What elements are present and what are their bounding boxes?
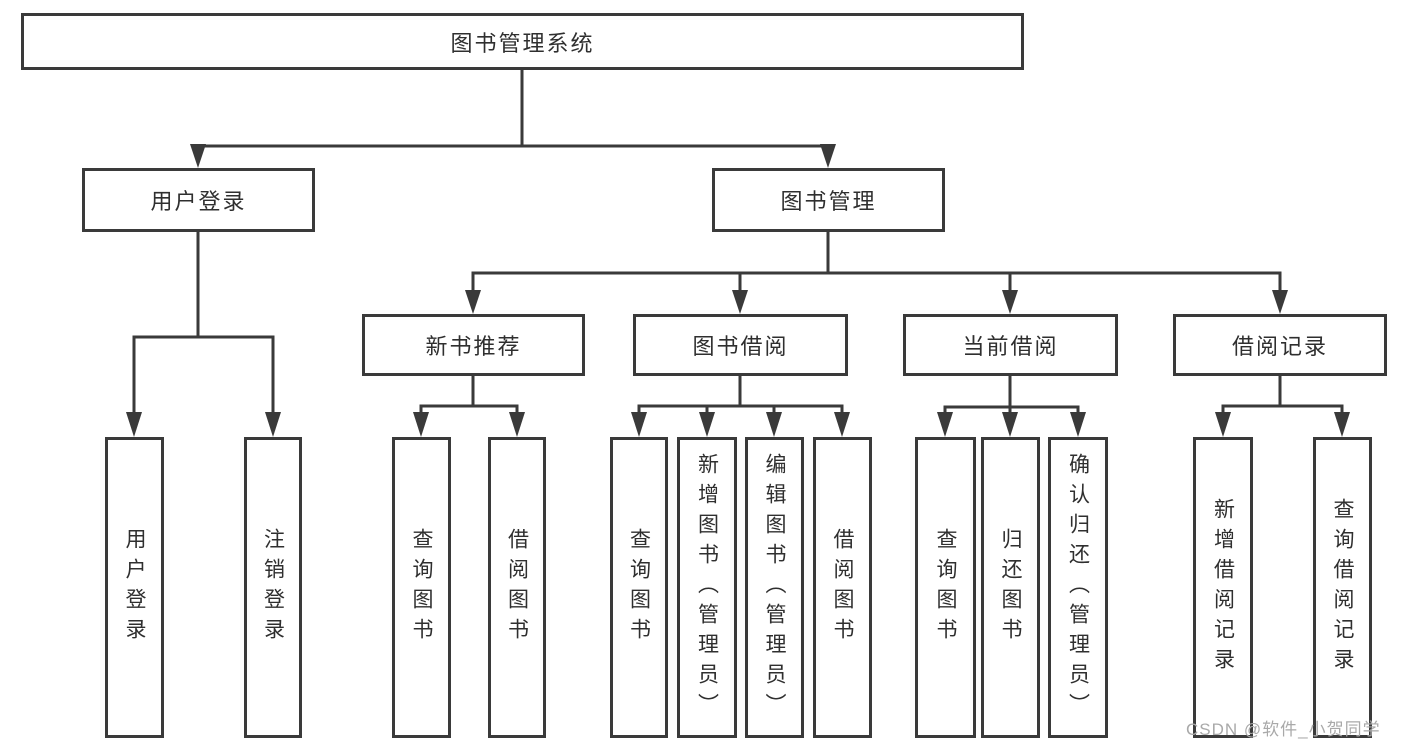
leaf-nr-query-books-label: 查询图书 [410,527,433,648]
node-user-login: 用户登录 [82,168,315,232]
leaf-cb-return-books: 归还图书 [981,437,1040,738]
leaf-nr-query-books: 查询图书 [392,437,451,738]
node-book-borrowing-label: 图书借阅 [692,334,789,359]
leaf-bb-add-books: 新增图书（管理员） [677,437,737,738]
arrowhead-icon [413,412,429,437]
node-book-borrowing: 图书借阅 [633,314,848,376]
arrowheads [126,144,1350,437]
leaf-br-add-record-label: 新增借阅记录 [1211,497,1235,678]
arrowhead-icon [820,144,836,168]
arrowhead-icon [190,144,206,168]
csdn-watermark: CSDN @软件_小贺同学 [1186,720,1381,739]
arrowhead-icon [732,290,748,314]
leaf-nr-borrow-books: 借阅图书 [488,437,546,738]
leaf-cb-return-books-label: 归还图书 [999,527,1022,648]
node-root-system: 图书管理系统 [21,13,1024,70]
leaf-bb-edit-books: 编辑图书（管理员） [745,437,804,738]
leaf-nr-borrow-books-label: 借阅图书 [505,527,529,648]
arrowhead-icon [834,412,850,437]
arrowhead-icon [465,290,481,314]
arrowhead-icon [1215,412,1231,437]
leaf-bb-edit-books-label: 编辑图书（管理员） [763,452,786,723]
leaf-cb-query-books-label: 查询图书 [934,527,957,648]
leaf-bb-query-books: 查询图书 [610,437,668,738]
node-new-book-recommendation-label: 新书推荐 [425,334,522,359]
connector-borrowing-records-to-leaves [1221,376,1344,420]
node-book-management-label: 图书管理 [780,189,877,214]
leaf-cb-query-books: 查询图书 [915,437,976,738]
arrowhead-icon [1272,290,1288,314]
node-current-borrowing-label: 当前借阅 [962,334,1059,359]
leaf-cb-confirm-return: 确认归还（管理员） [1048,437,1108,738]
arrowhead-icon [1070,412,1086,437]
node-borrowing-records: 借阅记录 [1173,314,1387,376]
arrowhead-icon [126,412,142,437]
node-borrowing-records-label: 借阅记录 [1231,334,1328,359]
leaf-br-query-record: 查询借阅记录 [1313,437,1372,738]
leaf-br-add-record: 新增借阅记录 [1193,437,1253,738]
connector-user-login-to-leaves [132,232,275,420]
arrowhead-icon [937,412,953,437]
arrowhead-icon [265,412,281,437]
leaf-logout: 注销登录 [244,437,302,738]
connector-book-borrowing-to-leaves [637,376,844,420]
leaf-bb-query-books-label: 查询图书 [627,527,651,648]
arrowhead-icon [766,412,782,437]
connector-book-management-to-level3 [471,232,1282,297]
leaf-user-login: 用户登录 [105,437,164,738]
node-root-system-label: 图书管理系统 [450,30,595,56]
node-current-borrowing: 当前借阅 [903,314,1118,376]
leaf-bb-add-books-label: 新增图书（管理员） [695,452,719,723]
node-book-management: 图书管理 [712,168,945,232]
arrowhead-icon [1002,412,1018,437]
leaf-bb-borrow-books-label: 借阅图书 [831,527,854,648]
leaf-user-login-label: 用户登录 [123,527,146,648]
arrowhead-icon [1002,290,1018,314]
leaf-br-query-record-label: 查询借阅记录 [1331,497,1354,678]
arrowhead-icon [699,412,715,437]
arrowhead-icon [1334,412,1350,437]
node-new-book-recommendation: 新书推荐 [362,314,585,376]
connector-root-to-level2 [196,70,830,154]
leaf-logout-label: 注销登录 [261,527,285,648]
connector-new-book-recommendation-to-leaves [419,376,519,420]
arrowhead-icon [509,412,525,437]
leaf-bb-borrow-books: 借阅图书 [813,437,872,738]
arrowhead-icon [631,412,647,437]
node-user-login-label: 用户登录 [150,189,247,214]
leaf-cb-confirm-return-label: 确认归还（管理员） [1066,452,1090,723]
